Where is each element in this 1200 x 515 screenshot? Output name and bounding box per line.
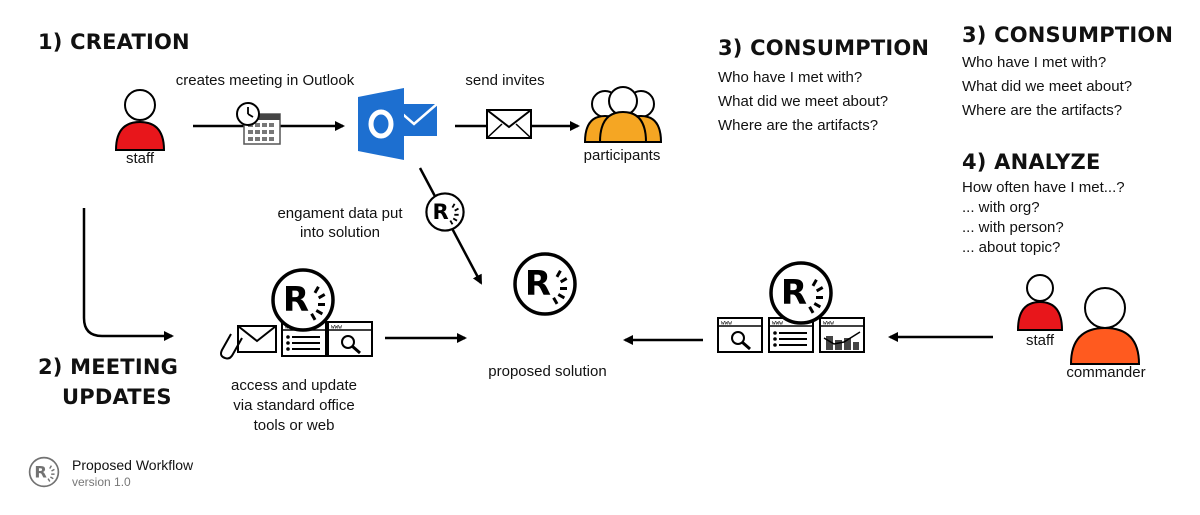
r-logo-analysis-icon — [769, 261, 833, 325]
consumption-left-q1: Who have I met with? — [718, 69, 863, 86]
creation-title: 1) CREATION — [38, 30, 190, 54]
r-logo-small-icon — [425, 192, 465, 232]
footer-title: Proposed Workflow — [72, 457, 194, 473]
participants-group-icon — [583, 86, 663, 143]
updates-caption-line2: via standard office — [233, 397, 355, 414]
footer-r-logo-icon — [28, 456, 60, 488]
analyze-item-2: ... with org? — [962, 199, 1040, 216]
calendar-clock-icon — [236, 102, 281, 145]
consumption-left-title: 3) CONSUMPTION — [718, 36, 930, 60]
commander-person-icon — [1069, 287, 1141, 365]
step-send-invites-label: send invites — [465, 72, 545, 89]
browser-search-icon-right — [717, 317, 763, 353]
arrow-creation-to-updates — [82, 208, 174, 341]
r-logo-solution-icon — [513, 252, 577, 316]
browser-list-icon-right — [768, 317, 814, 353]
staff-label: staff — [125, 150, 155, 167]
engagement-label-line1: engament data put — [277, 205, 403, 222]
attachment-envelope-icon — [220, 325, 277, 360]
commander-label: commander — [1066, 364, 1146, 381]
consumption-left-q3: Where are the artifacts? — [718, 117, 879, 134]
envelope-icon — [486, 109, 532, 139]
outlook-icon — [358, 88, 438, 160]
step-create-meeting-label: creates meeting in Outlook — [175, 72, 355, 89]
consumption-right-q1: Who have I met with? — [962, 54, 1107, 71]
updates-caption-line1: access and update — [231, 377, 357, 394]
analyze-title: 4) ANALYZE — [962, 150, 1101, 174]
staff-person-icon — [114, 89, 166, 151]
updates-caption-line3: tools or web — [253, 417, 335, 434]
analyze-item-1: How often have I met...? — [962, 179, 1125, 196]
consumption-left-q2: What did we meet about? — [718, 93, 889, 110]
footer-version: version 1.0 — [72, 475, 131, 489]
consumption-right-q3: Where are the artifacts? — [962, 102, 1123, 119]
analyze-item-3: ... with person? — [962, 219, 1064, 236]
browser-search-icon — [327, 321, 373, 357]
r-logo-updates-icon — [271, 268, 335, 332]
engagement-label-line2: into solution — [299, 224, 381, 241]
browser-list-icon — [281, 321, 327, 357]
meeting-updates-title-line2: UPDATES — [62, 385, 172, 409]
meeting-updates-title-line1: 2) MEETING — [38, 355, 179, 379]
staff-small-person-icon — [1016, 274, 1064, 331]
consumption-right-title: 3) CONSUMPTION — [962, 23, 1174, 47]
browser-chart-icon — [819, 317, 865, 353]
consumption-right-q2: What did we meet about? — [962, 78, 1133, 95]
staff-right-label: staff — [1025, 332, 1055, 349]
participants-label: participants — [583, 147, 661, 164]
proposed-solution-label: proposed solution — [488, 363, 607, 380]
analyze-item-4: ... about topic? — [962, 239, 1061, 256]
